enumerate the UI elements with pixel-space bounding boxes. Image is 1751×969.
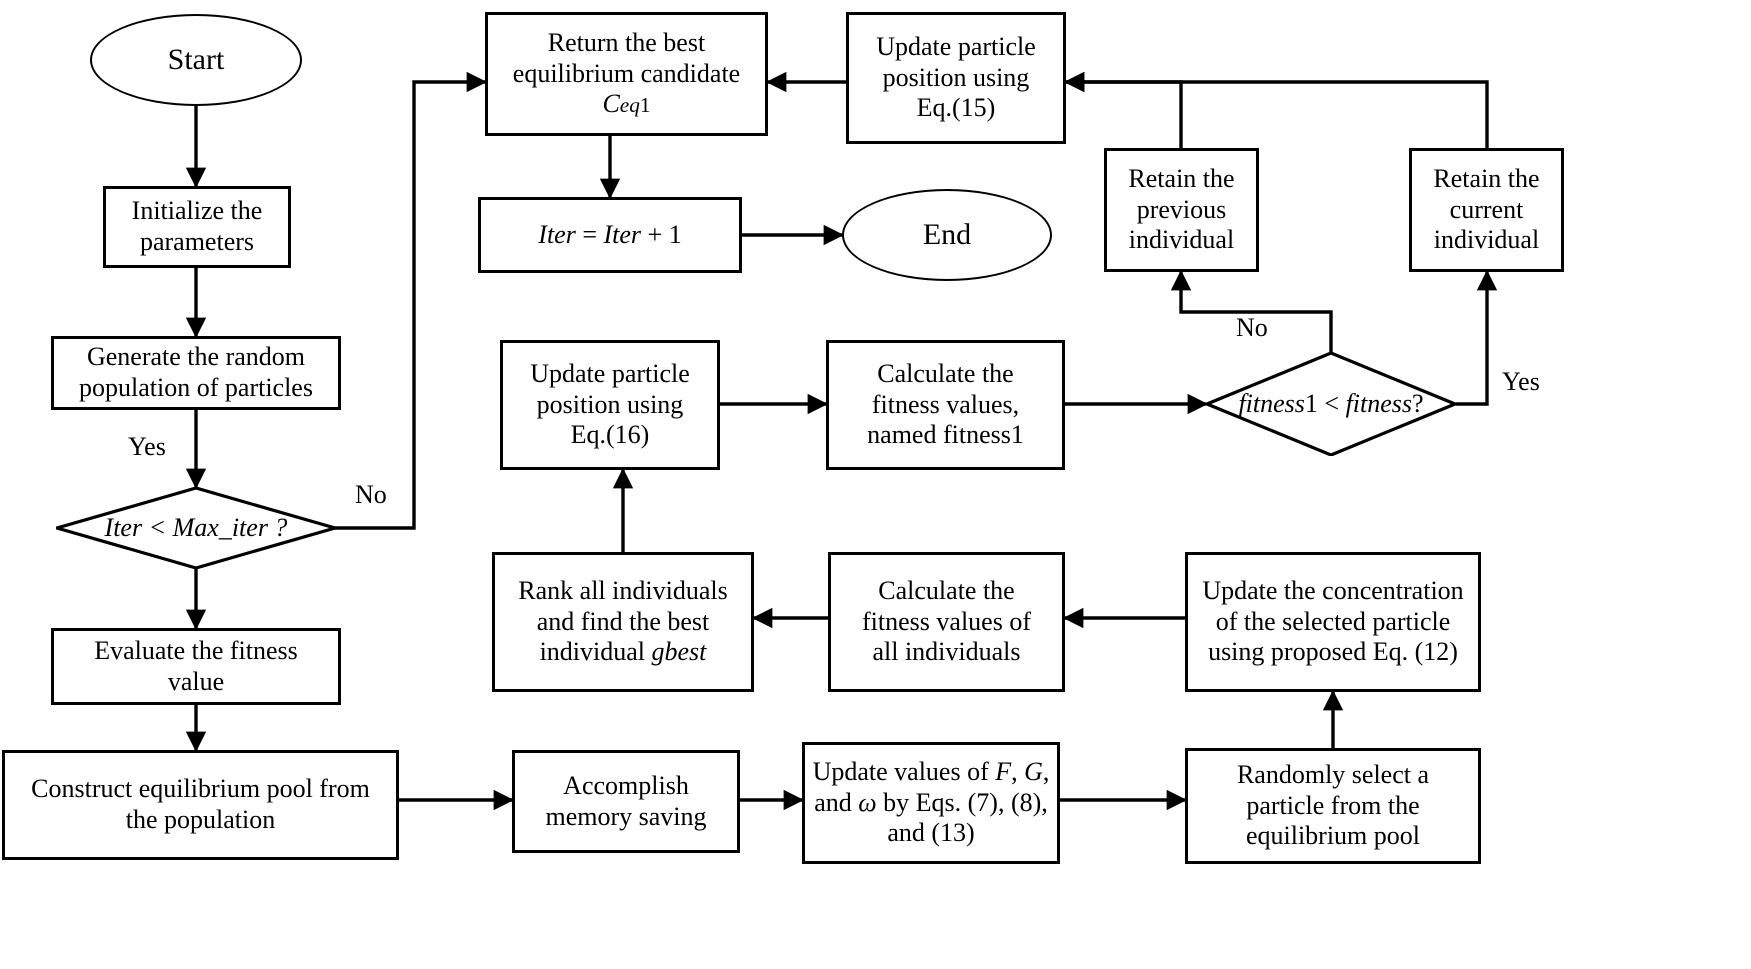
node-updatefgw-symbol-f: F bbox=[995, 756, 1012, 786]
node-updatefgw-line3: and (13) bbox=[887, 818, 975, 848]
fitness-decision-term2: fitness bbox=[1345, 388, 1413, 418]
node-returnbest-symbol-num: 1 bbox=[639, 93, 651, 118]
node-initialize-line1: Initialize the bbox=[131, 196, 263, 226]
node-calculate-all-fitness[interactable]: Calculate the fitness values of all indi… bbox=[828, 552, 1065, 692]
fitness-decision-operator: < bbox=[1317, 388, 1346, 418]
node-updatefgw-symbol-omega: ω bbox=[858, 787, 877, 817]
edge-label-yes-fitness: Yes bbox=[1502, 367, 1540, 396]
fitness-decision-question: ? bbox=[1412, 388, 1424, 418]
node-start[interactable]: Start bbox=[90, 14, 302, 106]
node-randomly-line1: Randomly select a bbox=[1236, 759, 1430, 789]
node-updatefgw-line2-post: by Eqs. (7), (8), bbox=[876, 787, 1048, 817]
node-updatefgw-line1-post: , bbox=[1042, 756, 1050, 786]
node-rank-individuals[interactable]: Rank all individuals and find the best i… bbox=[492, 552, 754, 692]
node-iter-decision[interactable]: Iter < Max_iter ? bbox=[56, 487, 336, 569]
node-updateconc-line1: Update the concentration bbox=[1202, 575, 1464, 605]
node-calcfit1-line3: named fitness1 bbox=[867, 420, 1024, 450]
node-generate-population[interactable]: Generate the random population of partic… bbox=[51, 336, 341, 410]
node-returnbest-symbol-eq: eq bbox=[619, 93, 640, 118]
node-return-best-candidate[interactable]: Return the best equilibrium candidate Ce… bbox=[485, 12, 768, 136]
node-retainprev-line3: individual bbox=[1128, 225, 1235, 255]
edge-retainprev-to-update15 bbox=[1063, 71, 1183, 148]
node-updatefgw-line2-pre: and bbox=[814, 787, 859, 817]
node-update15-line1: Update particle bbox=[876, 31, 1036, 61]
node-retain-previous-individual[interactable]: Retain the previous individual bbox=[1104, 148, 1259, 272]
node-accomplish-line1: Accomplish bbox=[563, 770, 689, 800]
node-iteration-increment[interactable]: Iter = Iter + 1 bbox=[478, 197, 742, 273]
node-calcall-line1: Calculate the bbox=[878, 575, 1015, 605]
node-retaincurr-line1: Retain the bbox=[1433, 163, 1540, 193]
node-construct-line1: Construct equilibrium pool from bbox=[31, 774, 370, 804]
node-updatefgw-line1-pre: Update values of bbox=[812, 756, 996, 786]
node-updateconc-line3: using proposed Eq. (12) bbox=[1208, 637, 1458, 667]
node-returnbest-line1: Return the best bbox=[547, 27, 706, 57]
edge-label-no-fitness: No bbox=[1236, 313, 1268, 342]
node-update-position-eq15[interactable]: Update particle position using Eq.(15) bbox=[846, 12, 1066, 144]
node-calculate-fitness1[interactable]: Calculate the fitness values, named fitn… bbox=[826, 340, 1065, 470]
node-randomly-line3: equilibrium pool bbox=[1245, 821, 1421, 851]
node-evaluate-line1: Evaluate the fitness bbox=[94, 635, 298, 665]
node-retaincurr-line3: individual bbox=[1433, 225, 1540, 255]
node-fitness-decision-label: fitness1 < fitness? bbox=[1238, 389, 1423, 420]
edge-label-yes-iter: Yes bbox=[128, 432, 166, 461]
node-retaincurr-line2: current bbox=[1449, 194, 1524, 224]
node-accomplish-line2: memory saving bbox=[545, 801, 707, 831]
iterinc-term-pre: Iter bbox=[538, 219, 576, 249]
fitness-decision-term1: fitness bbox=[1238, 388, 1305, 418]
iterinc-equals: = bbox=[575, 219, 604, 249]
node-returnbest-line2: equilibrium candidate bbox=[512, 58, 741, 88]
node-randomly-line2: particle from the bbox=[1246, 790, 1420, 820]
node-end[interactable]: End bbox=[842, 189, 1052, 281]
node-rankall-line3-pre: individual bbox=[539, 637, 652, 667]
fitness-decision-num: 1 bbox=[1304, 388, 1318, 418]
edge-label-no-iter: No bbox=[355, 480, 387, 509]
edge-retaincurr-to-update15 bbox=[1063, 71, 1489, 148]
node-rankall-gbest: gbest bbox=[651, 637, 707, 667]
node-update15-line2: position using bbox=[882, 62, 1030, 92]
node-construct-equilibrium-pool[interactable]: Construct equilibrium pool from the popu… bbox=[2, 750, 399, 860]
node-rankall-line1: Rank all individuals bbox=[518, 575, 728, 605]
node-end-label: End bbox=[922, 218, 972, 252]
node-rankall-line2: and find the best bbox=[536, 606, 710, 636]
node-calcall-line3: all individuals bbox=[872, 637, 1021, 667]
node-generate-line2: population of particles bbox=[79, 373, 313, 402]
node-updatefgw-line1-mid: , bbox=[1011, 756, 1025, 786]
node-initialize-parameters[interactable]: Initialize the parameters bbox=[103, 186, 291, 268]
iterinc-increment: + 1 bbox=[641, 219, 682, 249]
node-iter-decision-label: Iter < Max_iter ? bbox=[104, 512, 288, 542]
node-retain-current-individual[interactable]: Retain the current individual bbox=[1409, 148, 1564, 272]
node-generate-line1: Generate the random bbox=[86, 342, 305, 372]
node-updateconc-line2: of the selected particle bbox=[1215, 606, 1451, 636]
node-construct-line2: the population bbox=[125, 805, 276, 834]
node-calcall-line2: fitness values of bbox=[862, 606, 1031, 636]
edge-fitness-yes-to-retaincurr bbox=[1456, 269, 1498, 406]
node-retainprev-line2: previous bbox=[1136, 194, 1227, 224]
node-update16-line1: Update particle bbox=[530, 358, 690, 388]
node-update-position-eq16[interactable]: Update particle position using Eq.(16) bbox=[500, 340, 720, 470]
node-retainprev-line1: Retain the bbox=[1128, 163, 1235, 193]
node-update15-line3: Eq.(15) bbox=[916, 93, 996, 123]
node-calcfit1-line2: fitness values, bbox=[871, 389, 1020, 419]
node-initialize-line2: parameters bbox=[139, 227, 255, 256]
fitness-decision-outline bbox=[1206, 352, 1456, 456]
node-update-concentration[interactable]: Update the concentration of the selected… bbox=[1185, 552, 1481, 692]
node-calcfit1-line1: Calculate the bbox=[877, 358, 1014, 388]
node-evaluate-fitness[interactable]: Evaluate the fitness value bbox=[51, 628, 341, 705]
edge-iter-no-to-returnbest bbox=[320, 71, 488, 530]
node-randomly-select-particle[interactable]: Randomly select a particle from the equi… bbox=[1185, 748, 1481, 864]
iter-decision-outline bbox=[56, 487, 336, 569]
iterinc-term-it: Iter bbox=[603, 219, 642, 249]
node-fitness-decision[interactable]: fitness1 < fitness? bbox=[1206, 352, 1456, 456]
node-update-values-fgw[interactable]: Update values of F, G, and ω by Eqs. (7)… bbox=[802, 742, 1060, 864]
node-update16-line3: Eq.(16) bbox=[570, 420, 650, 450]
node-update16-line2: position using bbox=[536, 389, 684, 419]
node-accomplish-memory-saving[interactable]: Accomplish memory saving bbox=[512, 750, 740, 853]
node-start-label: Start bbox=[167, 43, 225, 77]
node-returnbest-symbol-c: C bbox=[602, 89, 620, 119]
node-evaluate-line2: value bbox=[167, 666, 225, 696]
node-updatefgw-symbol-g: G bbox=[1024, 756, 1043, 786]
edge-fitness-no-to-retainprev bbox=[1170, 269, 1333, 352]
